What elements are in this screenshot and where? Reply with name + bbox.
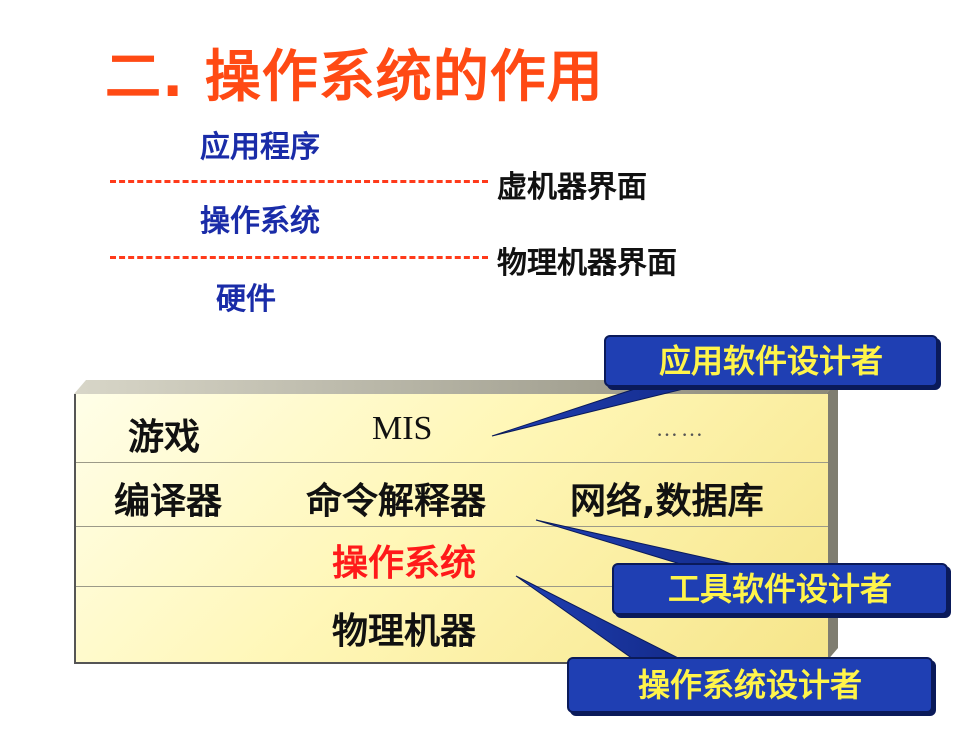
physical-machine-cell: 物理机器 <box>332 611 477 652</box>
os-designer-callout: 操作系统设计者 <box>567 657 933 713</box>
compiler-cell: 编译器 <box>114 481 223 522</box>
os-cell: 操作系统 <box>332 543 477 584</box>
physical-interface-divider <box>110 256 488 259</box>
game-cell: 游戏 <box>128 417 201 458</box>
shell-cell: 命令解释器 <box>306 481 487 522</box>
network-db-cell: 网络,数据库 <box>570 481 764 522</box>
os-label: 操作系统 <box>200 204 320 239</box>
app-designer-callout: 应用软件设计者 <box>604 335 938 387</box>
apps-label: 应用程序 <box>200 130 320 165</box>
layer-divider <box>76 586 828 587</box>
physical-interface-label: 物理机器界面 <box>497 246 677 281</box>
layer-stack: 游戏 MIS …… 编译器 命令解释器 网络,数据库 操作系统 物理机器 <box>74 394 828 664</box>
tool-designer-callout: 工具软件设计者 <box>612 563 948 615</box>
virtual-interface-label: 虚机器界面 <box>497 170 647 205</box>
layer-divider <box>76 462 828 463</box>
virtual-interface-divider <box>110 180 488 183</box>
slide-title: 二. 操作系统的作用 <box>105 45 604 110</box>
layer-divider <box>76 526 828 527</box>
mis-cell: MIS <box>372 410 433 447</box>
ellipsis-cell: …… <box>656 416 706 441</box>
hardware-label: 硬件 <box>216 282 276 317</box>
